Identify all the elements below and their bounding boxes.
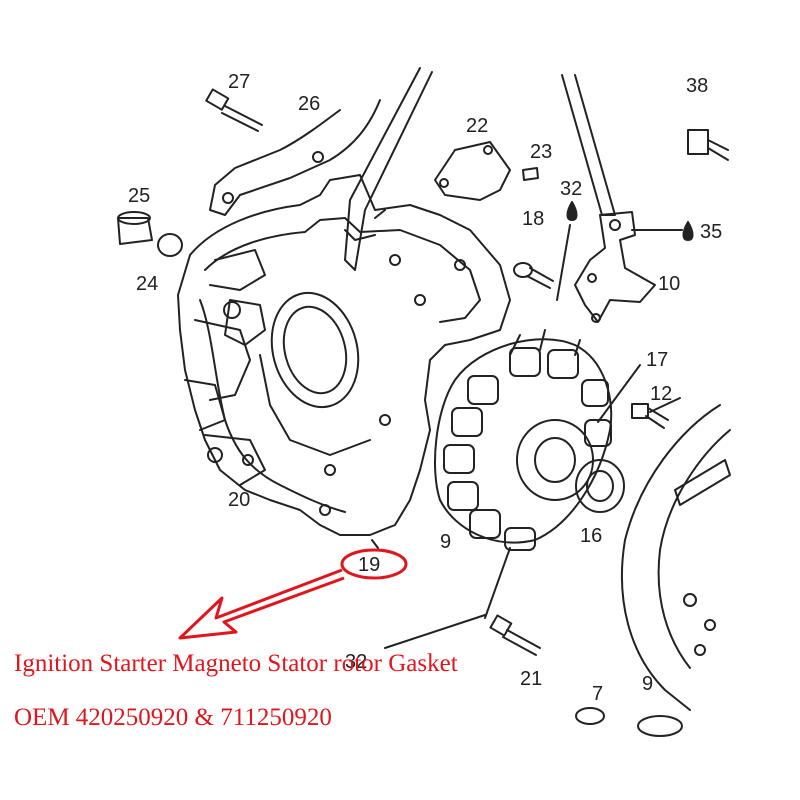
part-label-22: 22 xyxy=(466,115,488,137)
caption-oem-numbers: OEM 420250920 & 711250920 xyxy=(14,704,332,731)
part-label-17: 17 xyxy=(646,349,668,371)
bracket-26 xyxy=(209,99,381,216)
drop-32a xyxy=(566,201,578,221)
part-label-16: 16 xyxy=(580,525,602,547)
part-label-38: 38 xyxy=(686,75,708,97)
part-label-26: 26 xyxy=(298,93,320,115)
part-label-25: 25 xyxy=(128,185,150,207)
part-label-18: 18 xyxy=(522,208,544,230)
part-label-10: 10 xyxy=(658,273,680,295)
part-label-32-bottom: 32 xyxy=(345,651,367,673)
stator-17 xyxy=(434,329,613,551)
part-label-21: 21 xyxy=(520,668,542,690)
pickup-10 xyxy=(574,211,656,323)
part-labels: 27 26 22 23 38 25 24 32 18 35 10 17 12 2… xyxy=(128,71,722,705)
part-label-7: 7 xyxy=(592,683,603,705)
drop-35 xyxy=(682,221,694,241)
highlight-ellipse xyxy=(340,548,408,580)
part-label-23: 23 xyxy=(530,141,552,163)
caption-title: Ignition Starter Magneto Stator rotor Ga… xyxy=(14,650,458,677)
bolt-18 xyxy=(513,262,554,289)
red-arrow xyxy=(178,568,345,640)
plug-25 xyxy=(117,211,153,245)
part-label-9-center: 9 xyxy=(440,531,451,553)
bolt-38 xyxy=(687,129,729,161)
o-ring-24 xyxy=(157,233,183,257)
plate-22 xyxy=(434,141,511,201)
part-label-20: 20 xyxy=(228,489,250,511)
part-label-24: 24 xyxy=(136,273,158,295)
part-label-19: 19 xyxy=(358,554,380,576)
part-label-9-bottom: 9 xyxy=(642,673,653,695)
part-label-32-top: 32 xyxy=(560,178,582,200)
flywheel-rotor xyxy=(621,404,731,711)
screw-23 xyxy=(522,167,539,181)
bolt-21 xyxy=(489,614,541,656)
bolt-12 xyxy=(631,403,669,429)
crankcase-cover xyxy=(177,174,511,536)
cable-rod xyxy=(344,67,433,271)
part-label-27: 27 xyxy=(228,71,250,93)
seal-16 xyxy=(575,459,625,513)
washer-7 xyxy=(575,707,605,725)
part-label-12: 12 xyxy=(650,383,672,405)
part-label-35: 35 xyxy=(700,221,722,243)
bolt-27 xyxy=(205,88,263,132)
